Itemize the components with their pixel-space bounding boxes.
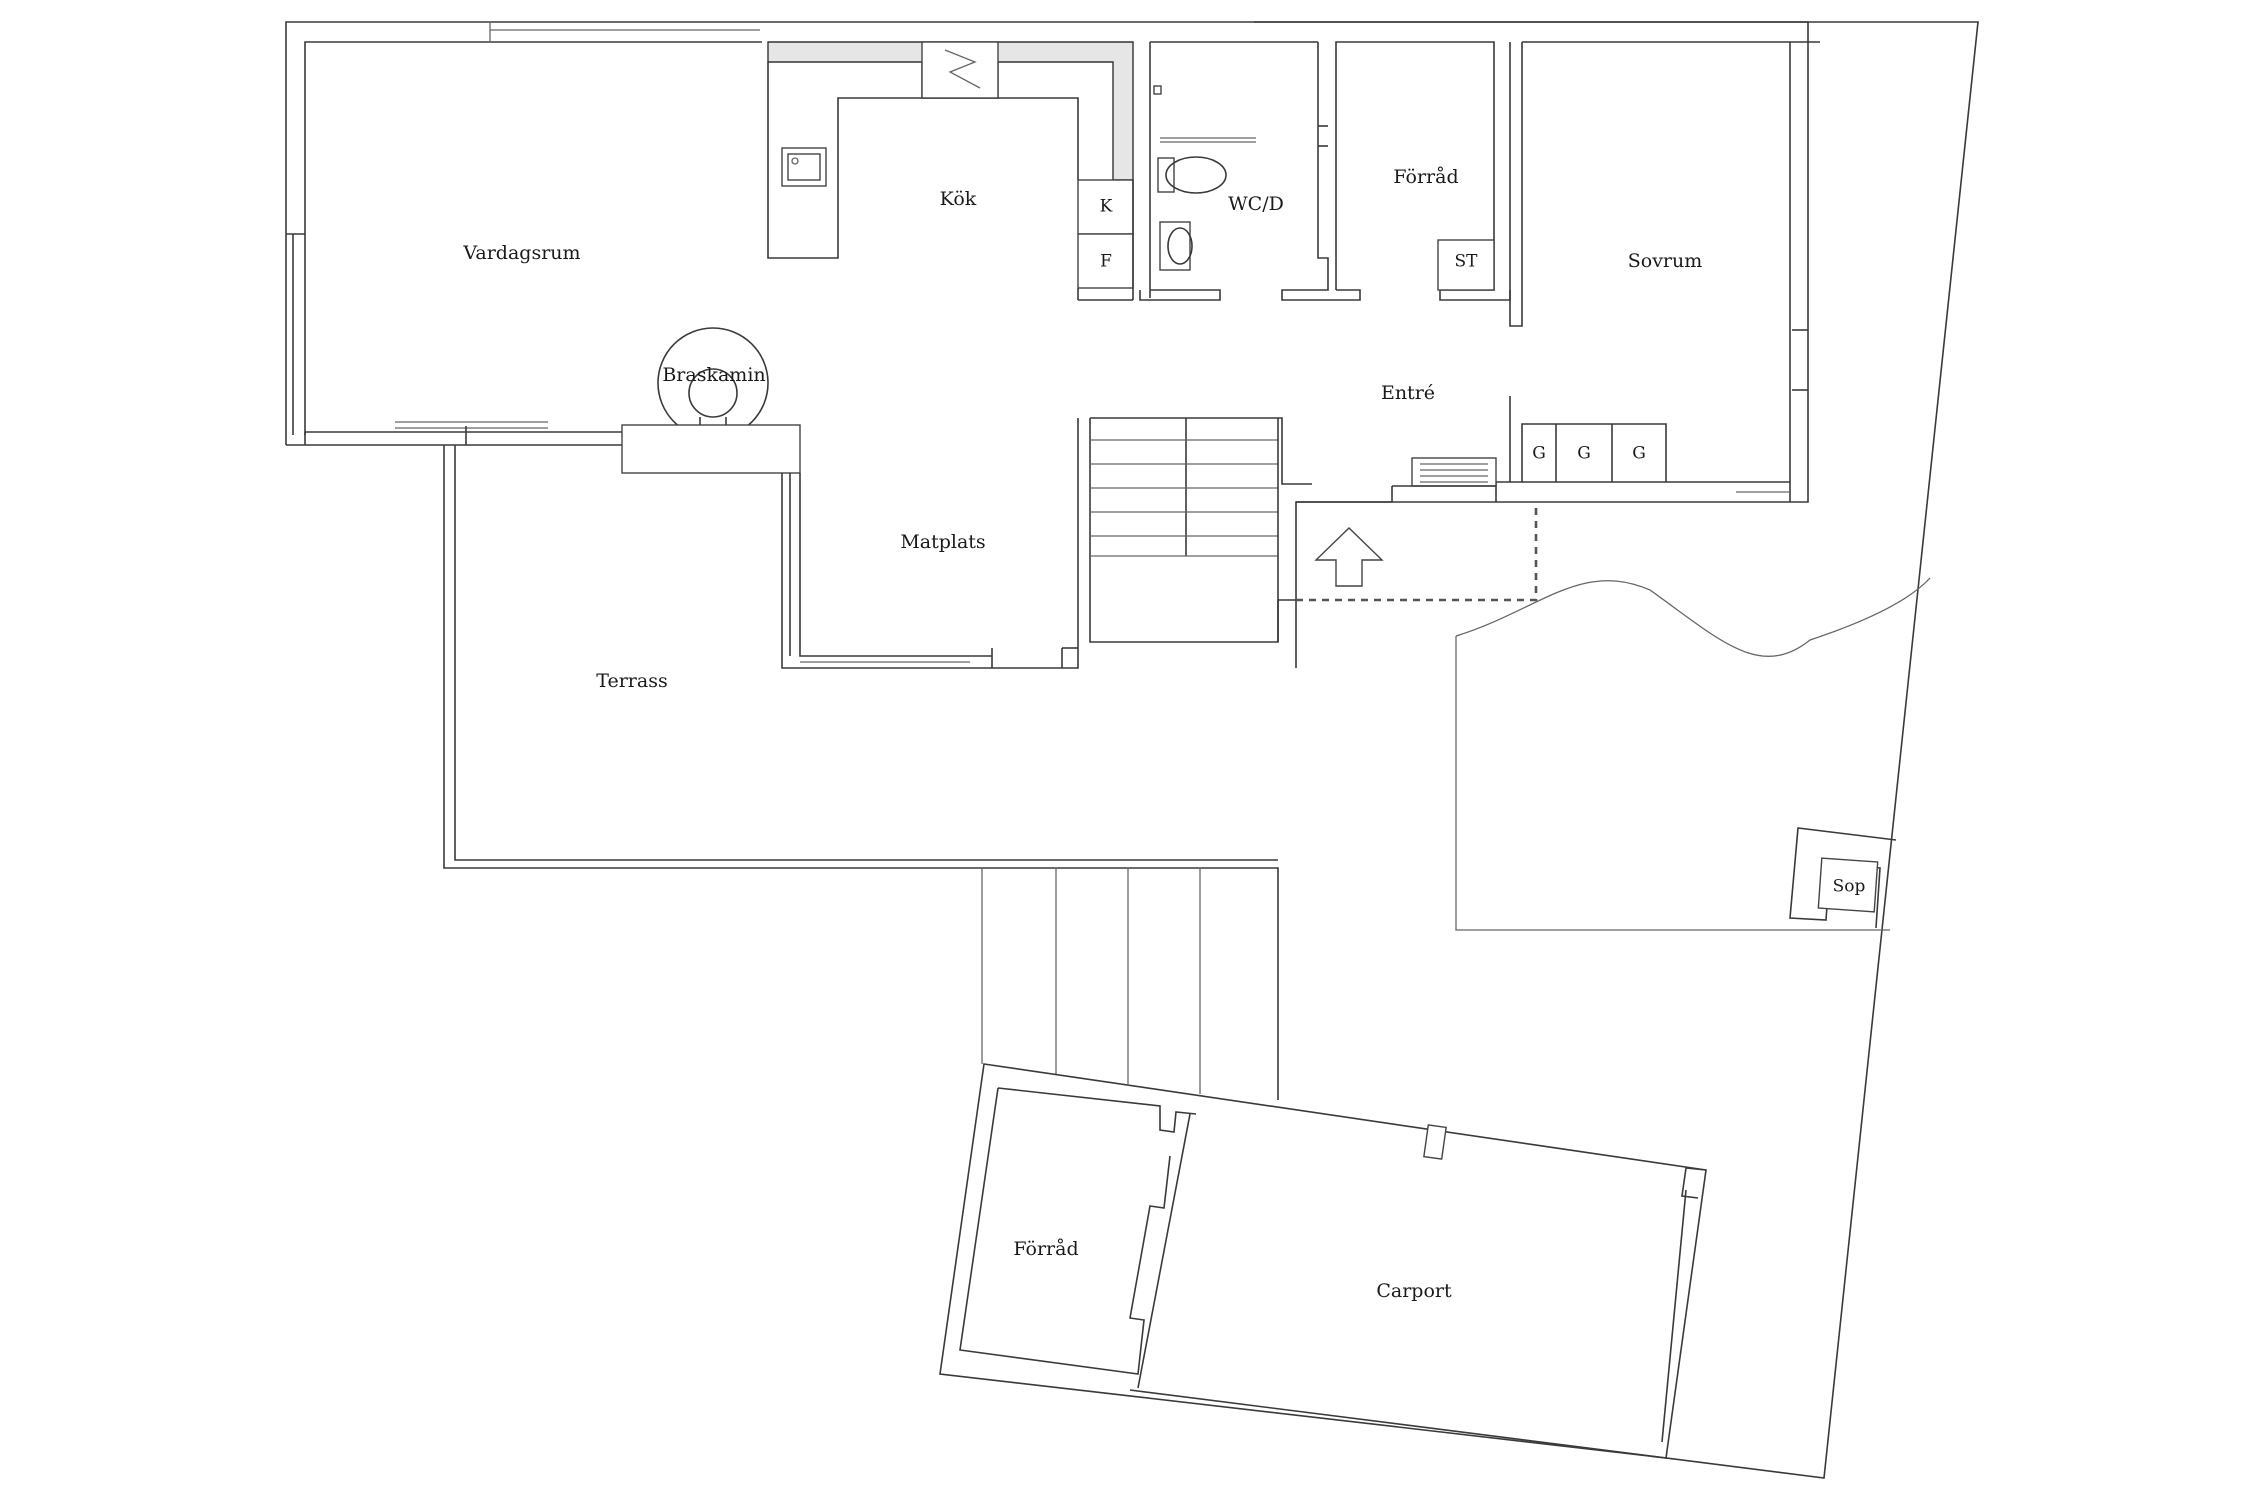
room-label-sovrum: Sovrum <box>1628 250 1703 272</box>
wc-room <box>1139 41 1361 301</box>
terrace <box>443 445 1279 1100</box>
dining-area <box>781 473 1078 669</box>
wardrobe-label-1: G <box>1532 444 1546 464</box>
waste-enclosure <box>1789 827 1897 929</box>
house-walls <box>285 21 1820 503</box>
room-label-terrass: Terrass <box>596 670 667 692</box>
kitchen-counters <box>767 41 1134 301</box>
fireplace <box>621 327 801 474</box>
waste-label: Sop <box>1833 877 1866 897</box>
room-label-carport: Carport <box>1376 1280 1452 1302</box>
site-boundary <box>1129 21 1979 1479</box>
room-label-wc: WC/D <box>1228 193 1284 215</box>
fridge-label: K <box>1100 197 1113 217</box>
room-label-kok: Kök <box>940 188 977 210</box>
room-label-forrad-lower: Förråd <box>1013 1238 1078 1260</box>
staircase <box>1062 417 1312 669</box>
entrance <box>1295 457 1538 668</box>
room-label-braskamin: Braskamin <box>662 364 765 386</box>
wardrobe-label-2: G <box>1577 444 1591 464</box>
storage-room-upper <box>1335 41 1511 301</box>
room-label-entre: Entré <box>1381 382 1435 404</box>
freezer-label: F <box>1100 252 1112 272</box>
carport-building <box>939 1063 1707 1459</box>
wardrobe-label-3: G <box>1632 444 1646 464</box>
lawn <box>1455 577 1931 931</box>
room-label-forrad-upper: Förråd <box>1393 166 1458 188</box>
bedroom <box>1495 41 1790 502</box>
room-label-matplats: Matplats <box>900 531 985 553</box>
room-label-vardagsrum: Vardagsrum <box>462 242 580 264</box>
cleaning-cabinet-label: ST <box>1455 252 1479 272</box>
